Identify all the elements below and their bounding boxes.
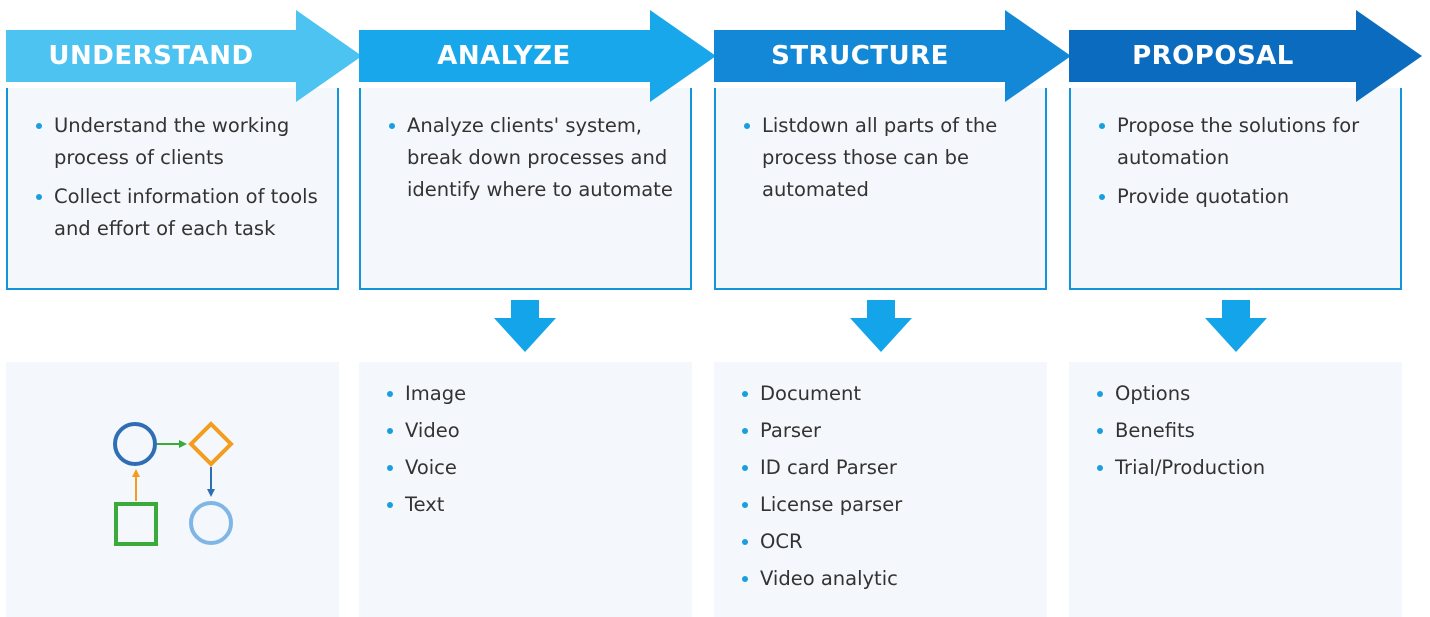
circle-dark-blue-node [113, 422, 157, 466]
list-item: Video [385, 415, 675, 447]
list-item: Video analytic [740, 563, 1030, 595]
header-arrows [6, 10, 1422, 102]
analyze-bullets: Analyze clients' system, break down proc… [387, 110, 677, 213]
stage-box-understand: Understand the working process of client… [6, 88, 339, 290]
green-arrow-head [179, 440, 187, 448]
proposal-output-list: Options Benefits Trial/Production [1095, 378, 1385, 489]
list-item: License parser [740, 489, 1030, 521]
stage-title-structure: STRUCTURE [771, 41, 949, 71]
stage-title-analyze: ANALYZE [437, 41, 571, 71]
arrow-structure [714, 10, 1071, 102]
proposal-output-box: Options Benefits Trial/Production [1069, 362, 1402, 617]
structure-output-list: Document Parser ID card Parser License p… [740, 378, 1030, 600]
list-item: Voice [385, 452, 675, 484]
bullet-item: Listdown all parts of the process those … [742, 110, 1032, 206]
down-arrow-proposal-icon [1205, 300, 1267, 352]
bullet-item: Propose the solutions for automation [1097, 110, 1387, 174]
bullet-item: Provide quotation [1097, 181, 1387, 213]
circle-light-blue-node [189, 501, 233, 545]
stage-box-analyze: Analyze clients' system, break down proc… [359, 88, 692, 290]
list-item: Image [385, 378, 675, 410]
understand-bullets: Understand the working process of client… [34, 110, 324, 252]
list-item: Options [1095, 378, 1385, 410]
analyze-output-list: Image Video Voice Text [385, 378, 675, 526]
list-item: Parser [740, 415, 1030, 447]
structure-output-box: Document Parser ID card Parser License p… [714, 362, 1047, 617]
analyze-output-box: Image Video Voice Text [359, 362, 692, 617]
bullet-item: Understand the working process of client… [34, 110, 324, 174]
flowchart-icon [113, 421, 234, 546]
square-green-node [114, 502, 158, 546]
arrow-proposal [1069, 10, 1422, 102]
bullet-item: Collect information of tools and effort … [34, 181, 324, 245]
stage-title-understand: UNDERSTAND [48, 41, 254, 71]
arrow-understand [6, 10, 362, 102]
blue-arrow-head [207, 489, 215, 497]
structure-bullets: Listdown all parts of the process those … [742, 110, 1032, 213]
stage-box-proposal: Propose the solutions for automation Pro… [1069, 88, 1402, 290]
arrow-analyze [359, 10, 716, 102]
list-item: OCR [740, 526, 1030, 558]
bullet-item: Analyze clients' system, break down proc… [387, 110, 677, 206]
proposal-bullets: Propose the solutions for automation Pro… [1097, 110, 1387, 220]
list-item: Document [740, 378, 1030, 410]
flowchart-box [6, 362, 339, 617]
list-item: Benefits [1095, 415, 1385, 447]
list-item: Text [385, 489, 675, 521]
down-arrow-structure-icon [850, 300, 912, 352]
stage-box-structure: Listdown all parts of the process those … [714, 88, 1047, 290]
stage-title-proposal: PROPOSAL [1132, 41, 1294, 71]
diamond-orange-node [188, 421, 234, 467]
orange-arrow-head [132, 469, 140, 477]
down-arrow-analyze-icon [494, 300, 556, 352]
list-item: ID card Parser [740, 452, 1030, 484]
list-item: Trial/Production [1095, 452, 1385, 484]
